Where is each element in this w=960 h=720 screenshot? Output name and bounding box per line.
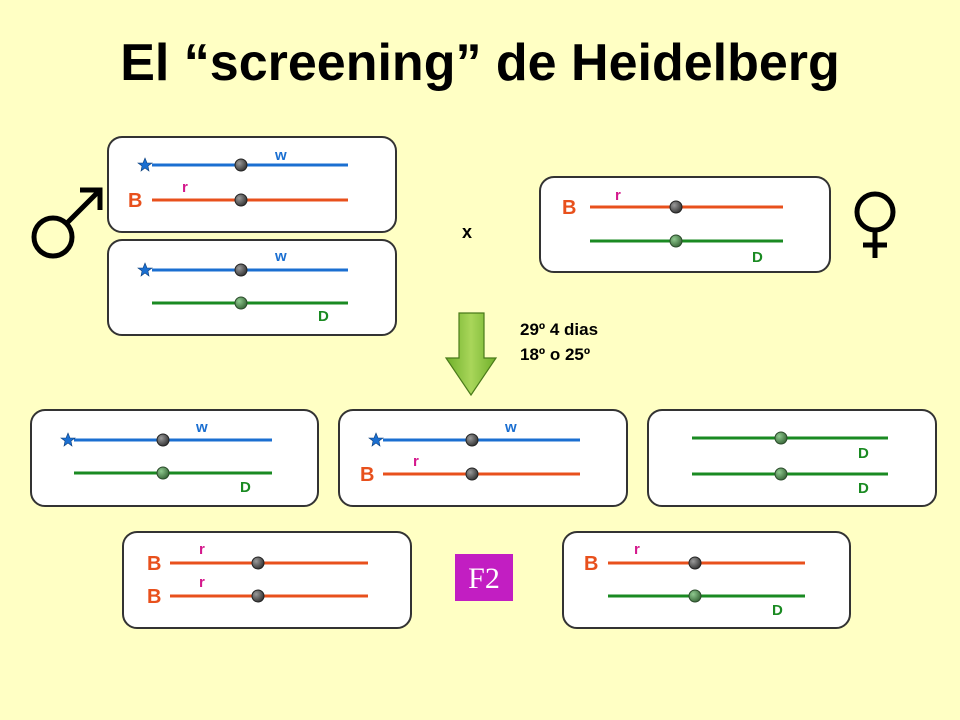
star-icon	[60, 432, 76, 447]
f1-chromosome-box-3: D D	[647, 409, 937, 507]
centromere	[234, 193, 248, 207]
D-label: D	[772, 602, 783, 619]
centromere	[251, 589, 265, 603]
centromere	[234, 158, 248, 172]
centromere	[669, 234, 683, 248]
r-label: r	[615, 187, 621, 204]
centromere	[251, 556, 265, 570]
centromere	[774, 431, 788, 445]
w-label: w	[274, 147, 287, 164]
f1-chromosome-box-1: w D	[30, 409, 319, 507]
centromere	[234, 263, 248, 277]
down-arrow-icon	[444, 312, 498, 397]
male-chromosome-box-2: w D	[107, 239, 397, 336]
w-label: w	[504, 419, 517, 436]
D-label: D	[318, 308, 329, 325]
D-label: D	[858, 445, 869, 462]
page-title: El “screening” de Heidelberg	[120, 34, 840, 92]
f2-chromosome-box-1: B r B r	[122, 531, 412, 629]
B-label: B	[128, 190, 142, 212]
f2-badge: F2	[455, 554, 513, 601]
centromere	[688, 589, 702, 603]
f1-chromosome-box-2: w B r	[338, 409, 628, 507]
r-label: r	[634, 541, 640, 558]
centromere	[465, 467, 479, 481]
male-chromosome-box-1: w B r	[107, 136, 397, 233]
star-icon	[137, 262, 153, 277]
female-chromosome-box: B r D	[539, 176, 831, 273]
r-label: r	[199, 541, 205, 558]
arrow-text-line-2: 18º o 25º	[520, 345, 590, 364]
f2-chromosome-box-2: B r D	[562, 531, 851, 629]
star-icon	[137, 157, 153, 172]
r-label: r	[199, 574, 205, 591]
male-symbol-icon	[31, 187, 103, 259]
B-label: B	[147, 553, 161, 575]
w-label: w	[274, 248, 287, 265]
w-label: w	[195, 419, 208, 436]
D-label: D	[858, 480, 869, 497]
arrow-text-line-1: 29º 4 dias	[520, 320, 598, 339]
B-label: B	[147, 586, 161, 608]
B-label: B	[584, 553, 598, 575]
centromere	[688, 556, 702, 570]
centromere	[156, 466, 170, 480]
star-icon	[368, 432, 384, 447]
D-label: D	[752, 249, 763, 266]
centromere	[669, 200, 683, 214]
cross-symbol: x	[462, 222, 472, 242]
B-label: B	[360, 464, 374, 486]
f2-label: F2	[468, 562, 500, 595]
centromere	[465, 433, 479, 447]
r-label: r	[413, 453, 419, 470]
centromere	[774, 467, 788, 481]
female-symbol-icon	[854, 191, 896, 258]
D-label: D	[240, 479, 251, 496]
centromere	[234, 296, 248, 310]
r-label: r	[182, 179, 188, 196]
B-label: B	[562, 197, 576, 219]
centromere	[156, 433, 170, 447]
